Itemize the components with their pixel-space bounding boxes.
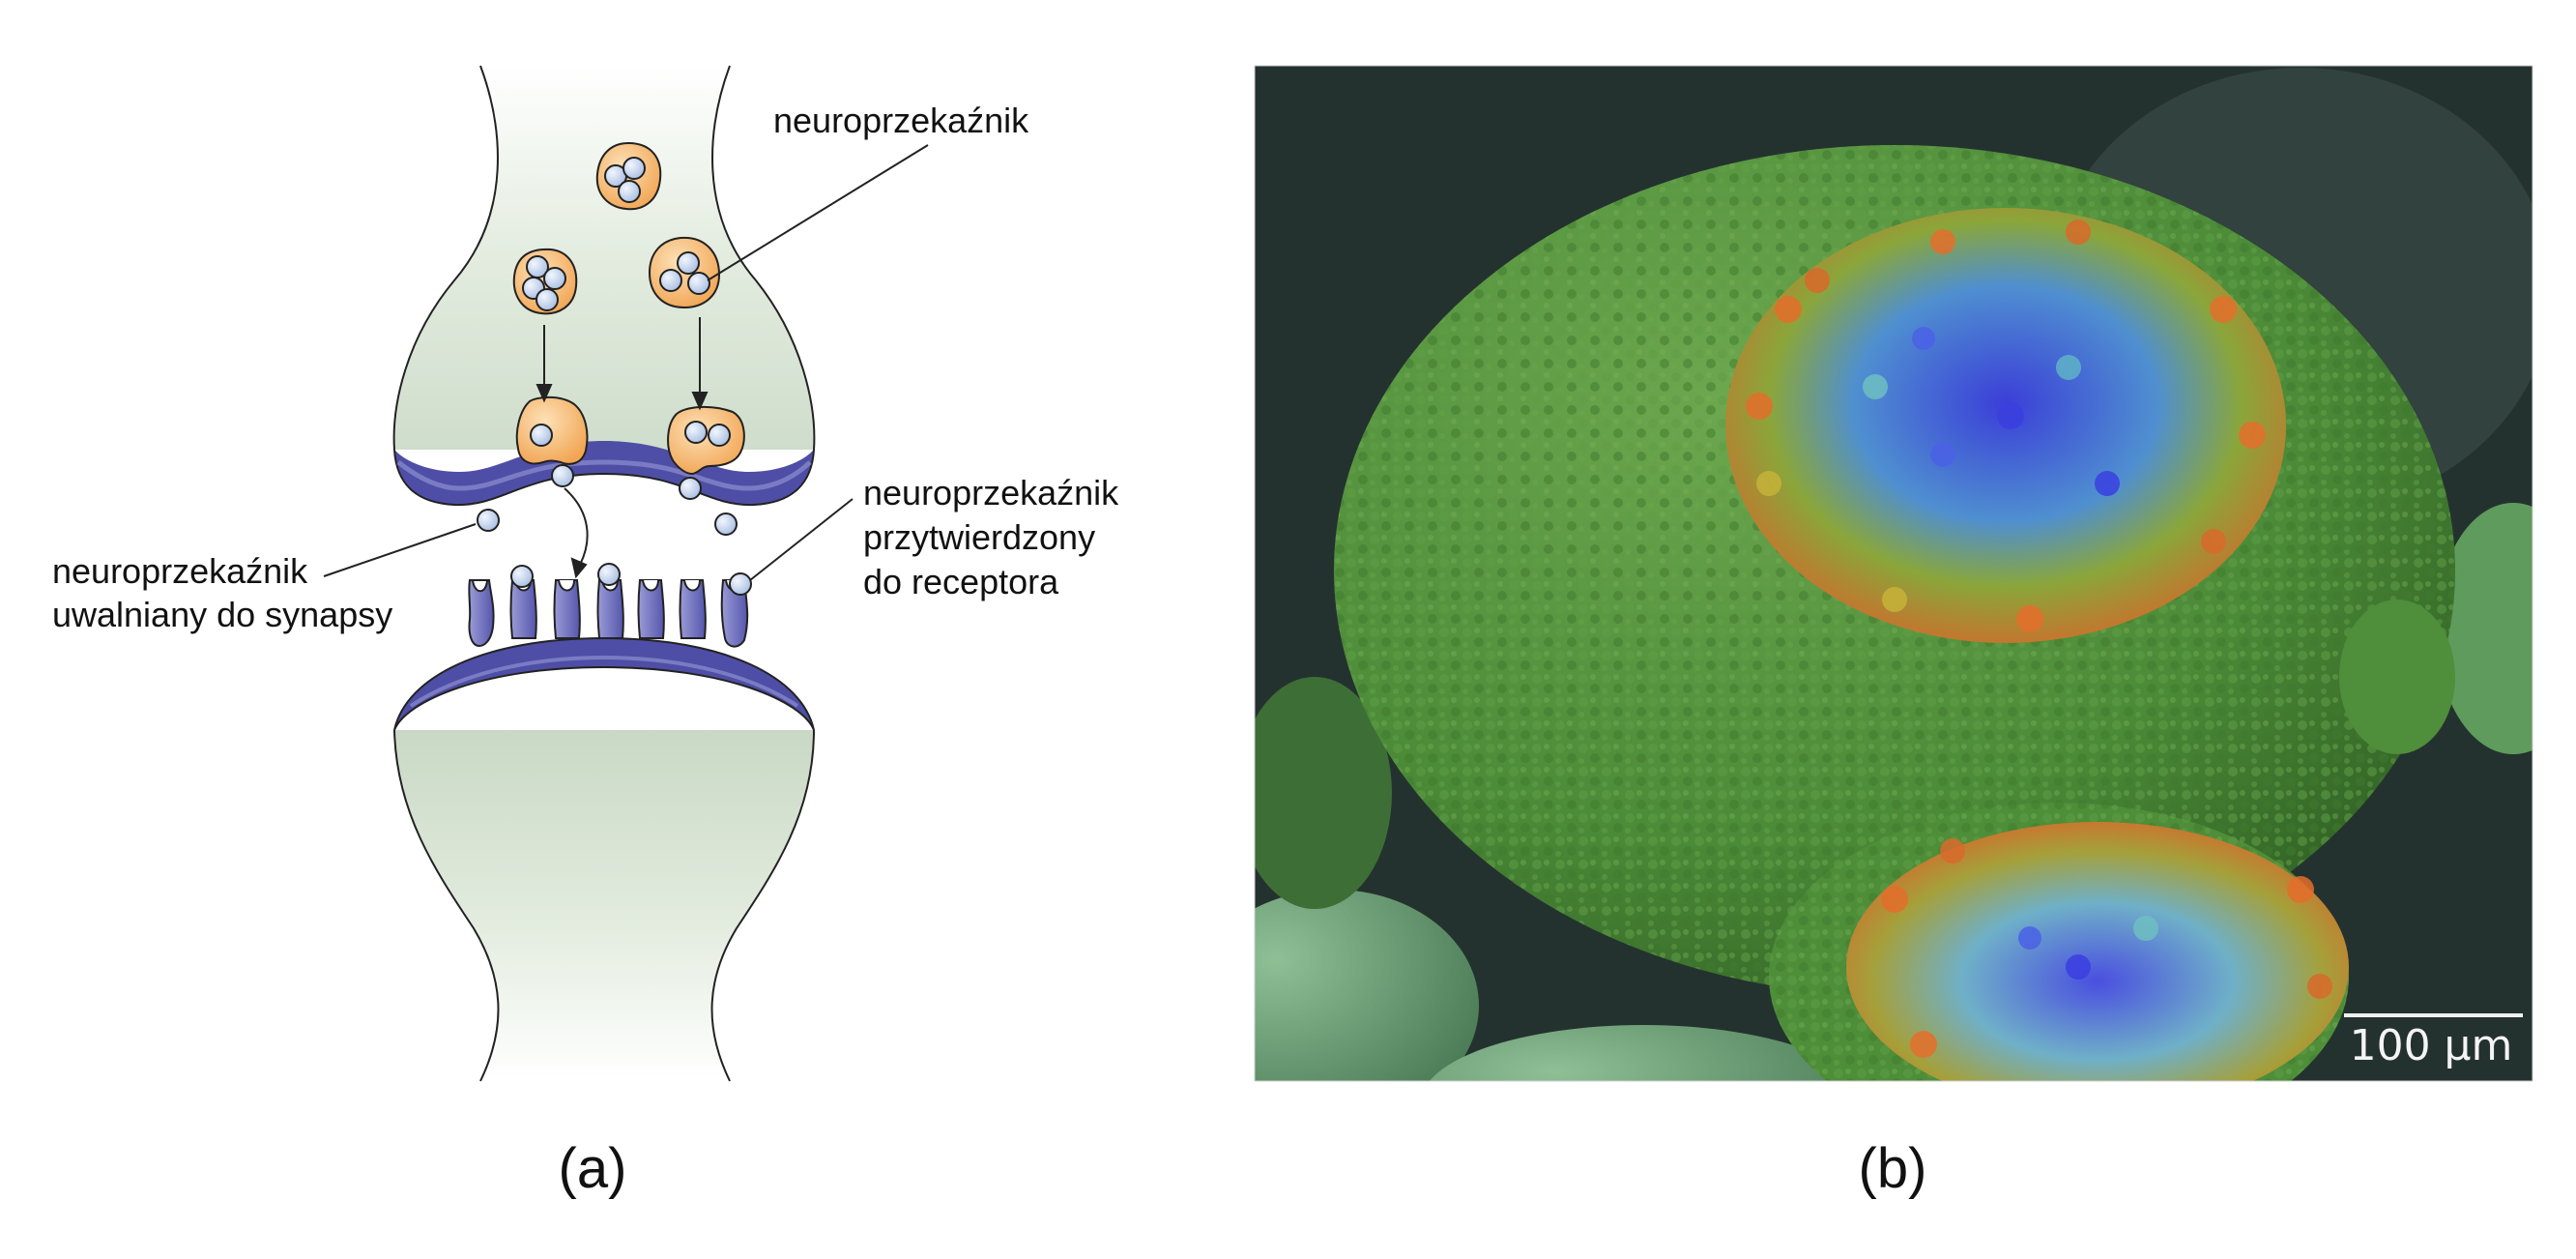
neurotransmitter	[714, 512, 738, 536]
presynaptic-terminal	[393, 66, 815, 450]
neurotransmitter	[622, 157, 646, 180]
leader-lines	[323, 144, 929, 581]
receptor	[509, 579, 537, 639]
receptor	[596, 579, 624, 639]
label-released-line1: neuroprzekaźnik	[52, 551, 308, 591]
release-arrows	[535, 317, 709, 579]
receptors	[468, 579, 749, 648]
neurotransmitter	[687, 272, 710, 295]
receptor	[679, 579, 707, 639]
caption-b: (b)	[1859, 1137, 1927, 1200]
postsynaptic-terminal	[394, 730, 814, 1081]
postsynaptic-membrane	[393, 636, 815, 731]
neurotransmitter	[477, 509, 500, 532]
neurotransmitter	[530, 424, 553, 447]
neurotransmitter	[543, 267, 566, 290]
neurotransmitter	[679, 477, 702, 500]
label-bound-line1: neuroprzekaźnik	[863, 473, 1119, 512]
label-bound-line2: przytwierdzony	[863, 517, 1095, 557]
micrograph: 100 µm	[1255, 66, 2533, 1081]
neurotransmitter	[677, 251, 700, 275]
scale-bar-label: 100 µm	[2350, 1021, 2513, 1070]
caption-a: (a)	[559, 1137, 627, 1200]
neurotransmitter	[597, 563, 621, 586]
docking-vesicle	[667, 406, 745, 476]
label-released-line2: uwalniany do synapsy	[52, 595, 392, 634]
docking-vesicle	[515, 395, 589, 465]
receptor	[468, 579, 495, 648]
receptor	[637, 579, 665, 639]
neurotransmitter	[729, 572, 752, 596]
receptor	[553, 579, 581, 639]
neurotransmitters	[477, 157, 752, 596]
neurotransmitter	[618, 180, 641, 203]
neurotransmitter	[684, 421, 708, 444]
label-neurotransmitter: neuroprzekaźnik	[773, 101, 1029, 140]
neurotransmitter	[510, 565, 534, 588]
synapse-diagram: neuroprzekaźnik neuroprzekaźnik uwalnian…	[52, 65, 1119, 1200]
neurotransmitter	[551, 464, 574, 487]
neurotransmitter	[708, 424, 731, 447]
receptor	[720, 579, 749, 648]
lower-cluster-core	[1846, 822, 2349, 1081]
label-bound-line3: do receptora	[863, 562, 1059, 601]
neurotransmitter	[535, 288, 559, 311]
neurotransmitter	[659, 269, 682, 292]
